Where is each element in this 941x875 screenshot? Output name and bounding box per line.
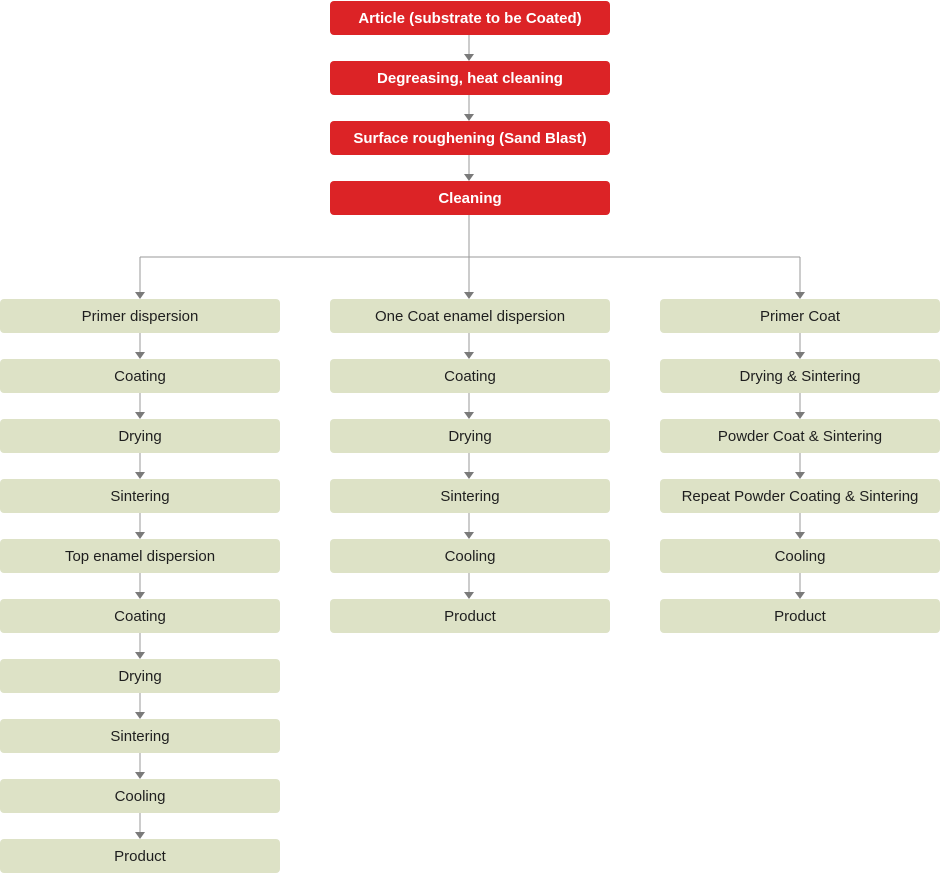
branch3-arrow-5-arrowhead [795, 592, 805, 599]
branch3-step-cooling: Cooling [660, 539, 940, 573]
branch1-step-primer-dispersion: Primer dispersion [0, 299, 280, 333]
branch3-arrow-4-arrowhead [795, 532, 805, 539]
branch1-step-cooling: Cooling [0, 779, 280, 813]
branch1-step-sintering: Sintering [0, 479, 280, 513]
branch1-step-top-enamel-dispersion: Top enamel dispersion [0, 539, 280, 573]
branch3-arrow-1-arrowhead [795, 352, 805, 359]
top-arrow-3-arrowhead [464, 174, 474, 181]
top-step-article: Article (substrate to be Coated) [330, 1, 610, 35]
branch3-step-primer-coat: Primer Coat [660, 299, 940, 333]
branch2-step-cooling: Cooling [330, 539, 610, 573]
branch2-step-product: Product [330, 599, 610, 633]
branch1-entry-arrow-arrowhead [135, 292, 145, 299]
branch1-step-drying-2: Drying [0, 659, 280, 693]
branch2-arrow-4-arrowhead [464, 532, 474, 539]
branch1-step-coating: Coating [0, 359, 280, 393]
branch2-arrow-3-arrowhead [464, 472, 474, 479]
branch1-step-drying: Drying [0, 419, 280, 453]
branch1-step-sintering-2: Sintering [0, 719, 280, 753]
branch3-step-repeat-powder-coating-sintering: Repeat Powder Coating & Sintering [660, 479, 940, 513]
branch3-step-drying-sintering: Drying & Sintering [660, 359, 940, 393]
branch2-step-drying: Drying [330, 419, 610, 453]
branch1-arrow-6-arrowhead [135, 652, 145, 659]
branch2-entry-arrow-arrowhead [464, 292, 474, 299]
branch3-step-product: Product [660, 599, 940, 633]
branch3-step-powder-coat-sintering: Powder Coat & Sintering [660, 419, 940, 453]
branch3-arrow-2-arrowhead [795, 412, 805, 419]
branch1-arrow-1-arrowhead [135, 352, 145, 359]
branch3-entry-arrow-arrowhead [795, 292, 805, 299]
branch1-step-product: Product [0, 839, 280, 873]
top-step-degreasing: Degreasing, heat cleaning [330, 61, 610, 95]
branch2-step-one-coat-enamel-dispersion: One Coat enamel dispersion [330, 299, 610, 333]
branch2-step-coating: Coating [330, 359, 610, 393]
top-arrow-2-arrowhead [464, 114, 474, 121]
branch2-arrow-5-arrowhead [464, 592, 474, 599]
top-arrow-1-arrowhead [464, 54, 474, 61]
branch1-arrow-9-arrowhead [135, 832, 145, 839]
branch1-arrow-7-arrowhead [135, 712, 145, 719]
branch1-arrow-4-arrowhead [135, 532, 145, 539]
top-step-surface-roughening: Surface roughening (Sand Blast) [330, 121, 610, 155]
branch2-arrow-2-arrowhead [464, 412, 474, 419]
branch1-arrow-3-arrowhead [135, 472, 145, 479]
branch3-arrow-3-arrowhead [795, 472, 805, 479]
branch1-arrow-2-arrowhead [135, 412, 145, 419]
branch1-step-coating-2: Coating [0, 599, 280, 633]
top-step-cleaning: Cleaning [330, 181, 610, 215]
branch1-arrow-8-arrowhead [135, 772, 145, 779]
branch2-step-sintering: Sintering [330, 479, 610, 513]
branch1-arrow-5-arrowhead [135, 592, 145, 599]
branch2-arrow-1-arrowhead [464, 352, 474, 359]
